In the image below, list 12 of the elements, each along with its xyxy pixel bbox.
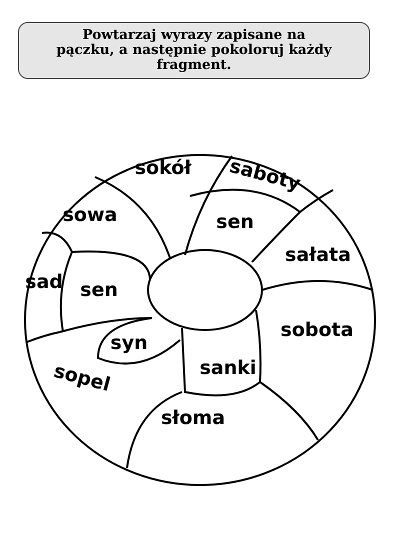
fragment-word: sałata — [285, 244, 351, 266]
fragment-word: saboty — [227, 155, 303, 195]
fragment-word: syn — [110, 332, 148, 354]
fragment-word: sowa — [62, 204, 118, 226]
fragment-word: słoma — [160, 407, 226, 429]
fragment-word: sokół — [134, 157, 192, 179]
instruction-banner: Powtarzaj wyrazy zapisane na pączku, a następnie pokoloruj każdy fragment. — [18, 22, 370, 79]
fragment-word: sen — [216, 211, 254, 233]
fragment-word: sanki — [200, 357, 256, 379]
fragment-word: sen — [80, 279, 118, 301]
fragment-word: sopel — [51, 360, 113, 396]
fragment-word: sobota — [280, 319, 354, 341]
